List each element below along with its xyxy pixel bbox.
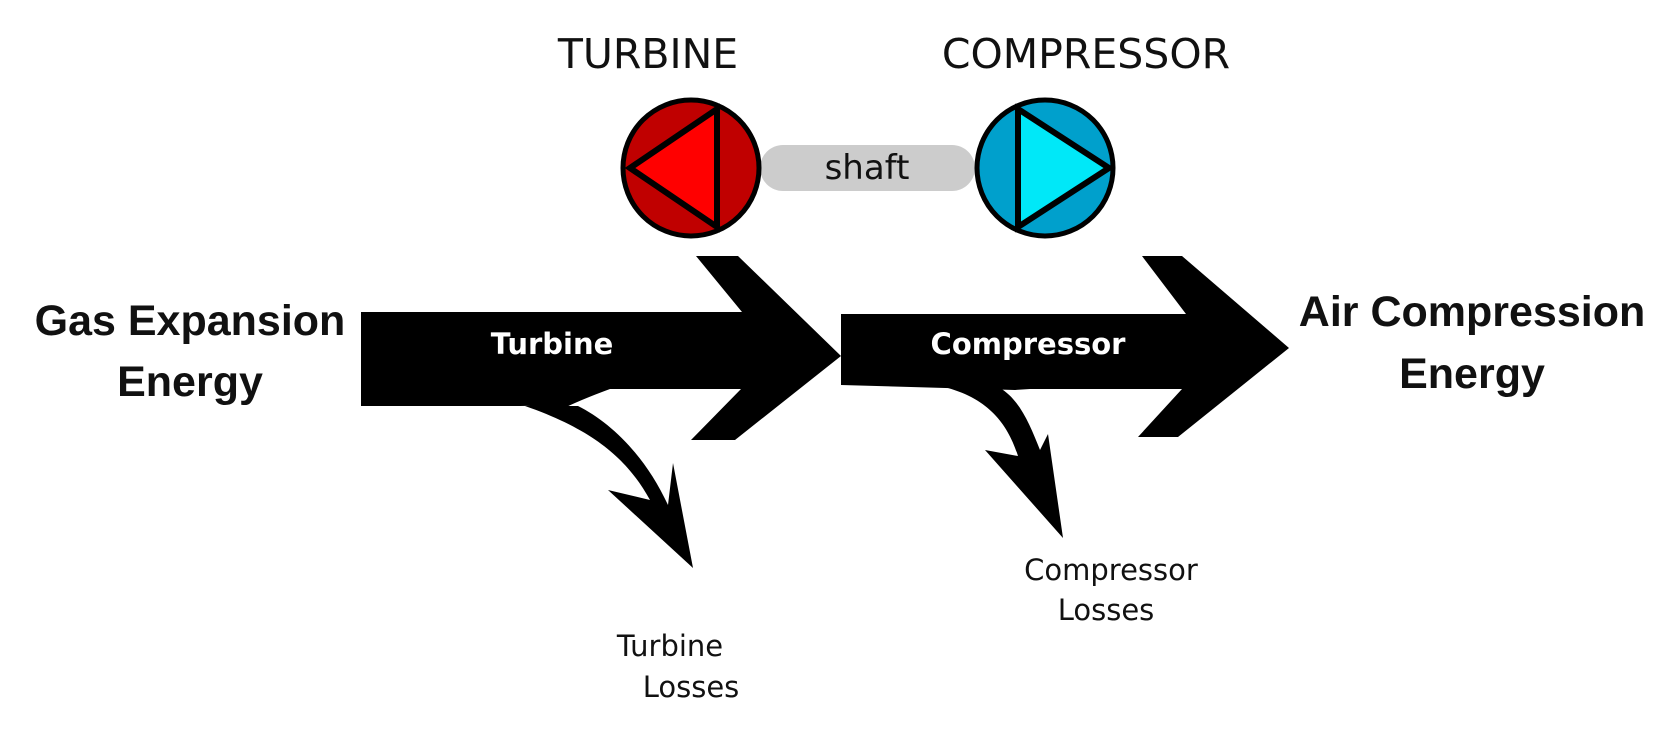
shaft: shaft [760, 145, 975, 191]
turbine-flow-label: Turbine [491, 327, 614, 361]
compressor-symbol [974, 97, 1116, 239]
turbine-loss-arrow [525, 406, 693, 568]
compressor-loss-arrow [948, 388, 1063, 538]
turbine-symbol [620, 97, 762, 239]
input-energy-label-line2: Energy [117, 358, 263, 406]
turbine-title: TURBINE [557, 30, 738, 78]
compressor-triangle-icon [1015, 103, 1115, 233]
compressor-flow-label: Compressor [931, 327, 1127, 361]
output-energy-label-line1: Air Compression [1299, 288, 1645, 336]
shaft-label: shaft [825, 148, 910, 188]
compressor-losses-label-line1: Compressor [1024, 553, 1198, 587]
compressor-flow-arrow [841, 256, 1289, 437]
turbine-flow-arrow [361, 256, 841, 440]
output-energy-label-line2: Energy [1399, 350, 1545, 398]
shaft-bar [760, 145, 975, 191]
compressor-losses-label-line2: Losses [1058, 593, 1155, 627]
turbine-losses-label-line1: Turbine [616, 629, 723, 663]
turbine-losses-label-line2: Losses [643, 670, 740, 704]
compressor-title: COMPRESSOR [942, 30, 1230, 78]
turbine-triangle-icon [624, 103, 720, 233]
input-energy-label-line1: Gas Expansion [35, 297, 346, 345]
